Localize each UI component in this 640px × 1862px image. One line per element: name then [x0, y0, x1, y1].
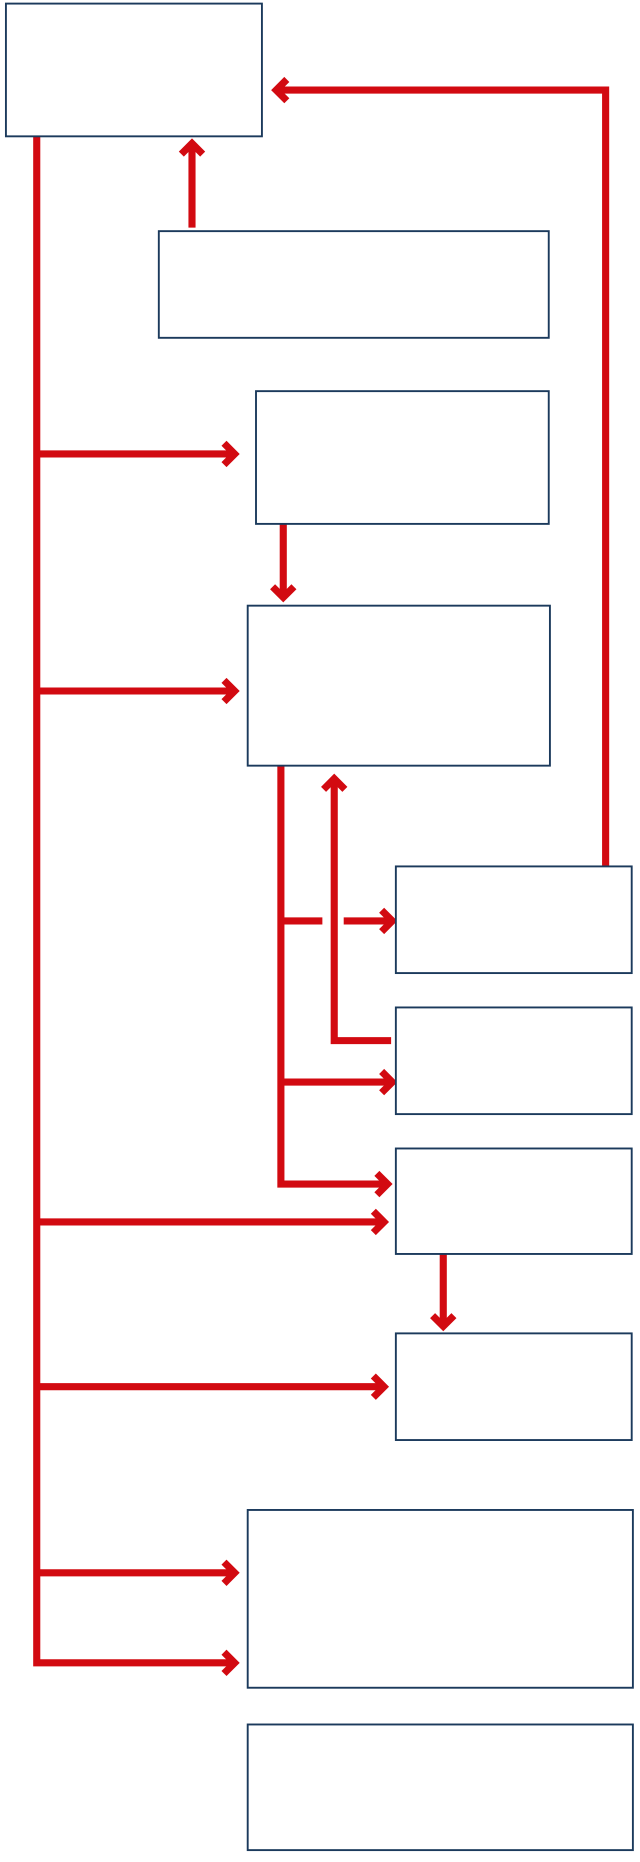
- box-5-to-box-1: [277, 86, 610, 867]
- box-6: [394, 1006, 633, 1116]
- to-box-1-up-arrowhead-icon: [178, 138, 206, 157]
- to-box-6-arrowhead-icon: [379, 1068, 398, 1096]
- box-1: [4, 2, 263, 138]
- to-box-8-down-arrowhead-icon: [430, 1313, 457, 1332]
- connectors: [33, 76, 610, 1677]
- to-box-4-arrowhead-icon: [221, 677, 240, 705]
- to-box-3-arrowhead-icon: [221, 440, 240, 468]
- to-box-10-arrowhead-icon: [221, 1649, 240, 1677]
- to-box-8-arrowhead-icon: [370, 1373, 390, 1400]
- box-7: [394, 1147, 633, 1255]
- to-box-5-arrowhead-icon: [379, 907, 398, 935]
- box-2: [157, 230, 550, 339]
- to-box-4-up-arrowhead-icon: [321, 773, 348, 792]
- box-4: [246, 604, 551, 767]
- to-box-9-arrowhead-icon: [221, 1559, 240, 1586]
- box-9: [246, 1509, 634, 1689]
- box-10: [246, 1723, 634, 1852]
- box-8: [394, 1332, 633, 1441]
- box-6-to-box-4: [330, 779, 392, 1045]
- to-box-1-left-arrowhead-icon: [271, 76, 290, 104]
- box-3: [255, 390, 550, 525]
- to-box-7-arrowhead-icon: [374, 1170, 393, 1198]
- box-5: [394, 865, 633, 975]
- boxes: [4, 2, 634, 1852]
- main-spine: [33, 136, 235, 1667]
- to-box-4-down-arrowhead-icon: [270, 584, 297, 603]
- box-4-to-box-7: [277, 765, 387, 1188]
- to-box-7b-arrowhead-icon: [370, 1208, 390, 1236]
